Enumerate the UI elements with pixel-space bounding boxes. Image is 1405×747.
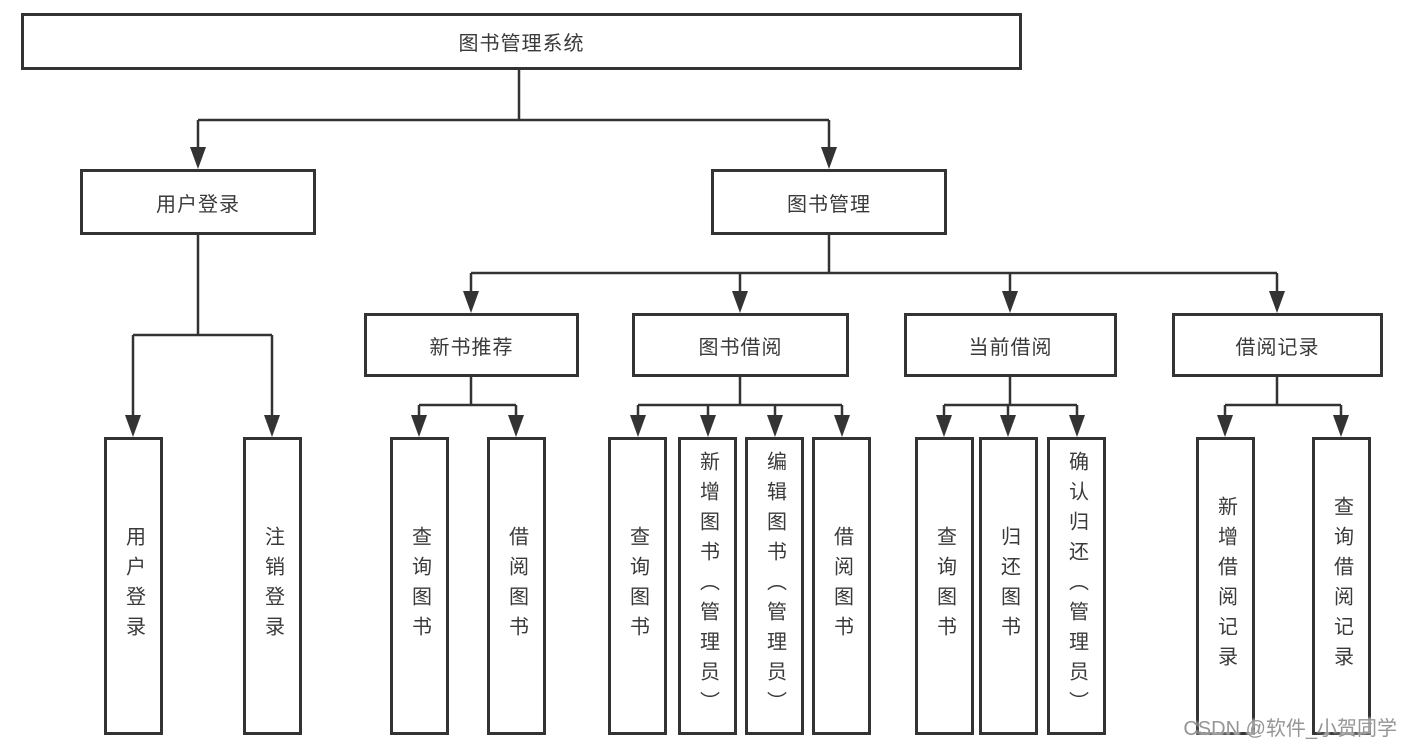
leaf-nbr-query-books: 查询图书	[390, 437, 449, 735]
arrowhead-icons	[125, 147, 1349, 437]
node-new-book-recommend-label: 新书推荐	[429, 336, 514, 359]
leaf-br-add-record: 新增借阅记录	[1196, 437, 1255, 735]
leaf-cb-confirm-return-admin: 确认归还（管理员）	[1047, 437, 1106, 735]
leaf-bb-query-books: 查询图书	[608, 437, 667, 735]
csdn-watermark: CSDN @软件_小贺同学	[1183, 718, 1397, 740]
leaf-bb-borrow-books-label: 借阅图书	[830, 526, 853, 646]
node-book-management: 图书管理	[711, 169, 947, 235]
leaf-bb-edit-books-admin-label: 编辑图书（管理员）	[763, 451, 786, 721]
leaf-user-login-label: 用户登录	[122, 526, 145, 646]
node-book-management-label: 图书管理	[787, 193, 871, 216]
node-borrowing-records-label: 借阅记录	[1235, 336, 1320, 359]
leaf-nbr-query-books-label: 查询图书	[408, 526, 431, 646]
leaf-cb-query-books: 查询图书	[915, 437, 974, 735]
leaf-cb-return-books: 归还图书	[979, 437, 1038, 735]
node-user-login-label: 用户登录	[156, 193, 240, 216]
leaf-logout-login-label: 注销登录	[261, 526, 284, 646]
node-current-borrowing-label: 当前借阅	[968, 336, 1053, 359]
leaf-cb-query-books-label: 查询图书	[933, 526, 956, 646]
node-current-borrowing: 当前借阅	[904, 313, 1117, 377]
leaf-bb-query-books-label: 查询图书	[626, 526, 649, 646]
node-new-book-recommend: 新书推荐	[364, 313, 579, 377]
node-root: 图书管理系统	[21, 13, 1022, 70]
leaf-bb-borrow-books: 借阅图书	[812, 437, 871, 735]
leaf-nbr-borrow-books-label: 借阅图书	[505, 526, 528, 646]
node-user-login: 用户登录	[80, 169, 316, 235]
leaf-br-add-record-label: 新增借阅记录	[1214, 496, 1237, 676]
leaf-br-query-record-label: 查询借阅记录	[1330, 496, 1353, 676]
leaf-user-login: 用户登录	[104, 437, 163, 735]
leaf-bb-add-books-admin: 新增图书（管理员）	[678, 437, 737, 735]
leaf-br-query-record: 查询借阅记录	[1312, 437, 1371, 735]
node-borrowing-records: 借阅记录	[1172, 313, 1383, 377]
leaf-nbr-borrow-books: 借阅图书	[487, 437, 546, 735]
leaf-bb-add-books-admin-label: 新增图书（管理员）	[696, 451, 719, 721]
leaf-bb-edit-books-admin: 编辑图书（管理员）	[745, 437, 804, 735]
leaf-logout-login: 注销登录	[243, 437, 302, 735]
leaf-cb-return-books-label: 归还图书	[997, 526, 1020, 646]
node-book-borrowing: 图书借阅	[632, 313, 849, 377]
node-book-borrowing-label: 图书借阅	[698, 336, 783, 359]
leaf-cb-confirm-return-admin-label: 确认归还（管理员）	[1065, 451, 1088, 721]
node-root-label: 图书管理系统	[458, 33, 585, 55]
